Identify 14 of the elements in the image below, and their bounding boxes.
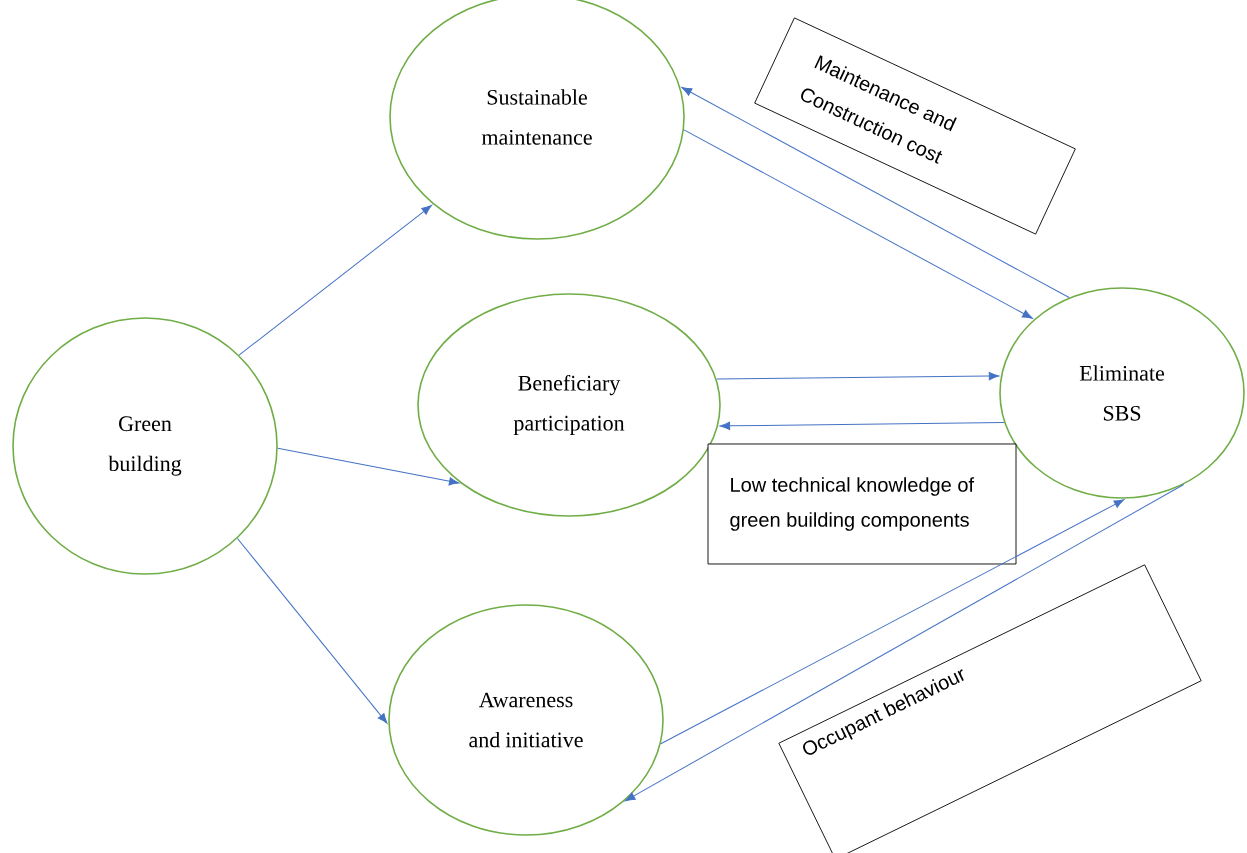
arrow [624,483,1185,802]
arrow [277,447,460,486]
ellipse-node: Awareness and initiative [388,604,664,836]
arrow [719,421,1005,430]
arrow [238,205,432,356]
ellipse-node: Eliminate SBS [999,287,1245,499]
ellipse-node: Beneficiary participation [417,293,721,517]
arrow [660,499,1125,745]
ellipse-node: Green building [12,317,278,575]
arrow [681,87,1070,299]
arrow [683,129,1033,319]
arrow [236,537,388,724]
text-box: Low technical knowledge of green building components [707,443,1017,565]
arrow [716,371,1000,381]
